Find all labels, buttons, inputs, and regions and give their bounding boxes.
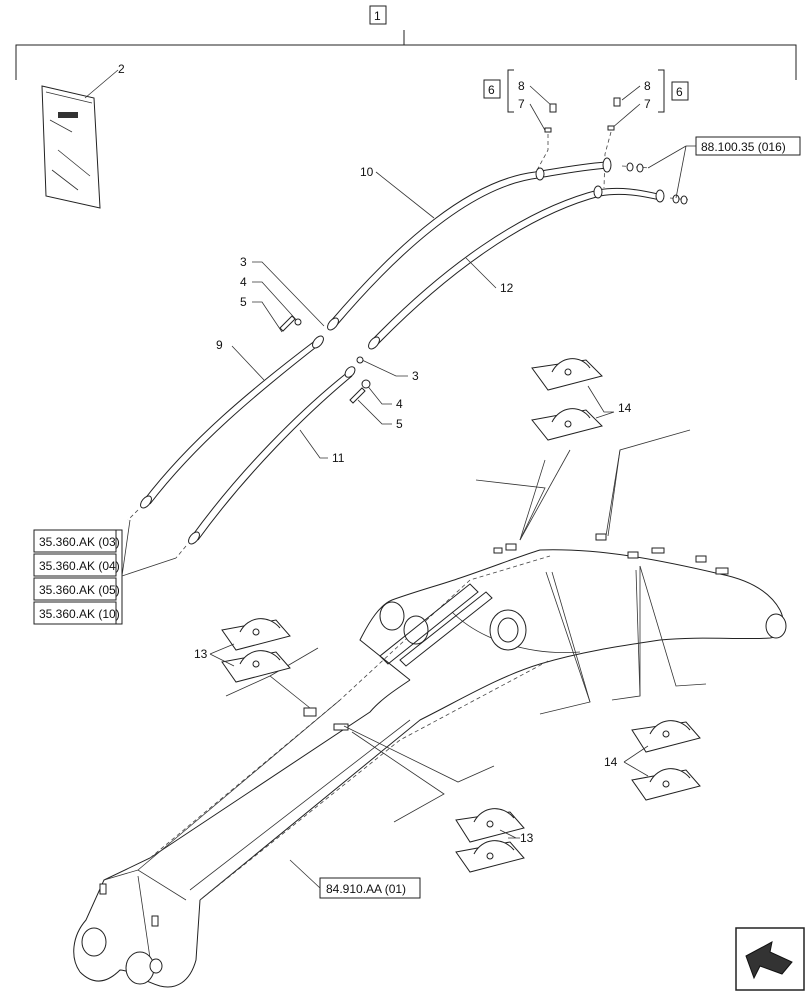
ref-84-label: 84.910.AA (01) (326, 882, 406, 896)
ref-35-05: 35.360.AK (05) (39, 583, 120, 597)
callout-1: 1 (374, 9, 381, 23)
ref-88-label: 88.100.35 (016) (701, 140, 786, 154)
callout-13-left: 13 (194, 647, 208, 661)
callout-6-left: 6 (488, 83, 495, 97)
ref-35-10: 35.360.AK (10) (39, 607, 120, 621)
hose-9: 9 (127, 335, 324, 521)
next-page-arrow-icon[interactable] (735, 927, 805, 991)
clamp-leader-lines (225, 429, 707, 823)
clamp-13-left: 13 (194, 618, 291, 683)
ref-84-910: 84.910.AA (01) (289, 859, 421, 899)
clamp-14-bottom: 14 (604, 720, 701, 801)
callout-group-left-6-7-8: 6 8 7 (483, 69, 557, 133)
callout-group-3-4-5-left: 3 4 5 (240, 255, 325, 333)
callout-group-right-6-7-8: 8 7 6 (607, 69, 689, 131)
clamp-13-bottom: 13 (455, 808, 534, 873)
callout-4-right: 4 (396, 397, 403, 411)
callout-8-left: 8 (518, 79, 525, 93)
callout-3-right: 3 (412, 369, 419, 383)
callout-6-right: 6 (676, 85, 683, 99)
callout-5-right: 5 (396, 417, 403, 431)
callout-14-bottom: 14 (604, 755, 618, 769)
callout-5-left: 5 (240, 295, 247, 309)
ref-88-100-35: 88.100.35 (016) (647, 136, 801, 199)
ref-group-35-360: 35.360.AK (03) 35.360.AK (04) 35.360.AK … (33, 519, 177, 625)
callout-group-3-4-5-right: 3 4 5 (349, 356, 419, 431)
callout-4-left: 4 (240, 275, 247, 289)
callout-10: 10 (360, 165, 374, 179)
assembly-bracket: 1 (15, 5, 797, 80)
callout-8-right: 8 (644, 79, 651, 93)
manual-book-icon: 2 (41, 62, 125, 209)
callout-12: 12 (500, 281, 514, 295)
callout-3-left: 3 (240, 255, 247, 269)
callout-14-top: 14 (618, 401, 632, 415)
callout-7-right: 7 (644, 97, 651, 111)
callout-13-bottom: 13 (520, 831, 534, 845)
callout-11: 11 (332, 451, 345, 465)
hose-10: 10 (327, 157, 644, 331)
ref-35-04: 35.360.AK (04) (39, 559, 120, 573)
ref-35-03: 35.360.AK (03) (39, 535, 120, 549)
callout-2: 2 (118, 62, 125, 76)
clamp-14-top: 14 (531, 358, 632, 441)
callout-9: 9 (216, 338, 223, 352)
hose-12: 12 (368, 185, 688, 350)
hose-11: 11 (175, 366, 356, 559)
callout-7-left: 7 (518, 97, 525, 111)
boom-arm (73, 533, 787, 988)
